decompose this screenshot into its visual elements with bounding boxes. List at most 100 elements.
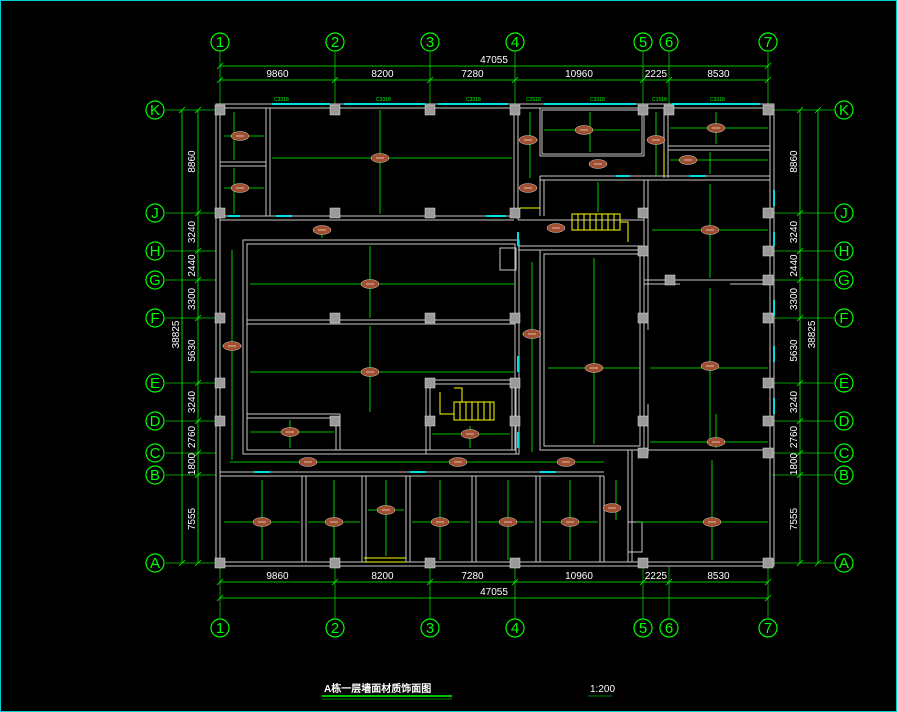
dimension-segment-vertical: 1800 xyxy=(789,452,800,475)
axis-bubble-left-E-circle xyxy=(145,373,165,393)
axis-bubble-left-B: B xyxy=(150,467,160,484)
axis-bubble-left-K: K xyxy=(150,102,160,119)
axis-bubble-right-G-circle xyxy=(834,270,854,290)
axis-bubble-bottom-6: 6 xyxy=(665,620,673,637)
dimension-segment-vertical: 8860 xyxy=(789,150,800,173)
axis-bubble-right-A: A xyxy=(839,555,849,572)
axis-bubble-top-7-circle xyxy=(758,32,778,52)
drawing-title: A栋一层墙面材质饰面图 xyxy=(324,682,431,695)
dimension-segment-vertical: 5630 xyxy=(789,339,800,362)
axis-bubble-top-2-circle xyxy=(325,32,345,52)
axis-bubble-left-H: H xyxy=(150,243,161,260)
dimension-segment-vertical: 5630 xyxy=(187,339,198,362)
drawing-scale: 1:200 xyxy=(590,684,615,695)
axis-bubble-bottom-3-circle xyxy=(420,618,440,638)
axis-bubble-left-D: D xyxy=(150,413,161,430)
wall-outlines xyxy=(215,103,775,567)
axis-bubble-bottom-6-circle xyxy=(659,618,679,638)
dimension-segment-horizontal: 7280 xyxy=(461,571,484,582)
dimension-segment-horizontal: 7280 xyxy=(461,69,484,80)
dimension-chains xyxy=(178,62,822,602)
dimension-total-horizontal: 47055 xyxy=(480,587,508,598)
stair-symbols xyxy=(364,150,665,563)
dimension-segment-vertical: 3240 xyxy=(789,220,800,243)
drawing-title-block: A栋一层墙面材质饰面图 1:200 xyxy=(322,682,615,700)
axis-bubble-left-A-circle xyxy=(145,553,165,573)
axis-bubble-top-3: 3 xyxy=(426,34,434,51)
axis-bubble-top-6-circle xyxy=(659,32,679,52)
svg-text:C1518: C1518 xyxy=(652,97,667,103)
axis-bubble-bottom-5: 5 xyxy=(639,620,647,637)
axis-bubble-bottom-3: 3 xyxy=(426,620,434,637)
axis-bubble-bottom-2: 2 xyxy=(331,620,339,637)
dimension-segment-vertical: 3240 xyxy=(187,220,198,243)
axis-bubble-left-H-circle xyxy=(145,241,165,261)
dimension-segment-horizontal: 8200 xyxy=(371,69,394,80)
axis-bubble-bottom-4: 4 xyxy=(511,620,519,637)
axis-bubble-left-C-circle xyxy=(145,443,165,463)
dimension-segment-vertical: 7555 xyxy=(187,507,198,530)
axis-bubble-top-5: 5 xyxy=(639,34,647,51)
axis-bubble-top-1: 1 xyxy=(216,34,224,51)
axis-bubble-right-C: C xyxy=(839,445,850,462)
axis-bubble-right-H-circle xyxy=(834,241,854,261)
axis-bubble-bottom-5-circle xyxy=(633,618,653,638)
axis-bubble-right-F: F xyxy=(839,310,848,327)
axis-bubble-right-J-circle xyxy=(834,203,854,223)
axis-bubble-left-A: A xyxy=(150,555,160,572)
axis-bubble-left-B-circle xyxy=(145,465,165,485)
axis-bubble-right-C-circle xyxy=(834,443,854,463)
window-labels: C3318 C3318 C3318 C2518 C3318 C1518 C331… xyxy=(274,97,725,103)
dimension-segment-vertical: 2440 xyxy=(789,254,800,277)
structural-columns xyxy=(214,104,774,569)
elevation-guide-lines xyxy=(222,110,768,560)
svg-text:C3318: C3318 xyxy=(274,97,289,103)
axis-bubble-right-B-circle xyxy=(834,465,854,485)
axis-bubble-left-K-circle xyxy=(145,100,165,120)
axis-bubble-right-F-circle xyxy=(834,308,854,328)
axis-bubble-right-H: H xyxy=(839,243,850,260)
dimension-segment-horizontal: 2225 xyxy=(645,571,668,582)
svg-text:C3318: C3318 xyxy=(590,97,605,103)
dimension-segment-horizontal: 9860 xyxy=(266,69,289,80)
axis-bubble-top-7: 7 xyxy=(764,34,772,51)
axis-bubble-right-D: D xyxy=(839,413,850,430)
dimension-segment-vertical: 1800 xyxy=(187,452,198,475)
material-tags xyxy=(222,123,726,527)
window-openings xyxy=(228,103,775,473)
dimension-segment-horizontal: 8200 xyxy=(371,571,394,582)
axis-bubble-bottom-7: 7 xyxy=(764,620,772,637)
axis-bubble-bottom-1: 1 xyxy=(216,620,224,637)
dimension-segment-horizontal: 8530 xyxy=(707,571,730,582)
dimension-segment-vertical: 3300 xyxy=(187,287,198,310)
axis-bubble-left-F-circle xyxy=(145,308,165,328)
dimension-segment-vertical: 3300 xyxy=(789,287,800,310)
axis-bubble-right-K: K xyxy=(839,102,849,119)
dimension-segment-horizontal: 10960 xyxy=(565,69,593,80)
svg-text:C3318: C3318 xyxy=(376,97,391,103)
dimension-total-vertical: 38825 xyxy=(171,320,182,348)
axis-bubble-left-G: G xyxy=(149,272,161,289)
dimension-segment-vertical: 2440 xyxy=(187,254,198,277)
svg-text:C2518: C2518 xyxy=(526,97,541,103)
axis-bubble-top-5-circle xyxy=(633,32,653,52)
axis-bubble-bottom-1-circle xyxy=(210,618,230,638)
axis-bubble-top-2: 2 xyxy=(331,34,339,51)
dimension-segment-horizontal: 8530 xyxy=(707,69,730,80)
axis-bubble-right-B: B xyxy=(839,467,849,484)
dimension-segment-vertical: 2760 xyxy=(187,425,198,448)
axis-bubble-top-6: 6 xyxy=(665,34,673,51)
axis-bubble-left-J-circle xyxy=(145,203,165,223)
axis-bubble-bottom-4-circle xyxy=(505,618,525,638)
axis-bubble-right-G: G xyxy=(838,272,850,289)
dimension-labels: 4705547055986098608200820072807280109601… xyxy=(171,55,818,598)
axis-bubble-right-D-circle xyxy=(834,411,854,431)
axis-bubble-top-3-circle xyxy=(420,32,440,52)
axis-grid-lines xyxy=(166,52,834,618)
svg-text:C3318: C3318 xyxy=(466,97,481,103)
axis-bubble-top-4: 4 xyxy=(511,34,519,51)
axis-bubble-left-D-circle xyxy=(145,411,165,431)
svg-text:C3318: C3318 xyxy=(710,97,725,103)
axis-bubble-left-J: J xyxy=(151,205,159,222)
